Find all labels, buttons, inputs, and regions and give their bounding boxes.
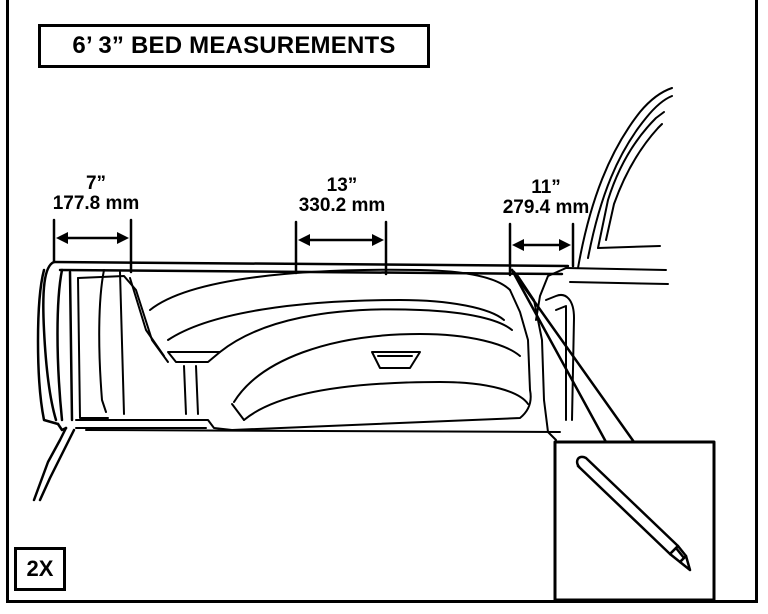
- pin-tool-icon: [575, 455, 692, 572]
- page-title: 6’ 3” BED MEASUREMENTS: [38, 24, 430, 68]
- dimension-2-label: 13” 330.2 mm: [280, 176, 404, 216]
- rail-marks: [129, 260, 512, 277]
- outer-frame: [6, 0, 758, 603]
- dimension-3-label: 11” 279.4 mm: [490, 178, 602, 218]
- dimension-3-millimeters: 279.4 mm: [502, 197, 590, 218]
- dimension-2-inches: 13”: [326, 175, 358, 196]
- dimension-1-label: 7” 177.8 mm: [40, 174, 152, 214]
- quantity-badge: 2X: [14, 547, 66, 591]
- dimension-3-arrowheads: [512, 239, 571, 251]
- dimension-2-millimeters: 330.2 mm: [298, 195, 386, 216]
- detail-leader-lines: [510, 268, 636, 444]
- wheel-well: [149, 268, 532, 431]
- tailgate-end: [32, 260, 76, 502]
- truck-cab-outline: [535, 87, 673, 321]
- dimension-2-arrowheads: [298, 234, 384, 246]
- dimension-1-millimeters: 177.8 mm: [52, 193, 140, 214]
- dimension-1-lines: [52, 218, 133, 264]
- dimension-3-lines: [508, 222, 575, 268]
- dimension-3-inches: 11”: [531, 177, 561, 198]
- tie-down-pocket: [371, 351, 421, 369]
- bed-inner-wall: [75, 269, 233, 431]
- dimension-2-lines: [294, 220, 388, 266]
- dimension-1-inches: 7”: [85, 173, 107, 194]
- dimension-1-arrowheads: [56, 232, 129, 244]
